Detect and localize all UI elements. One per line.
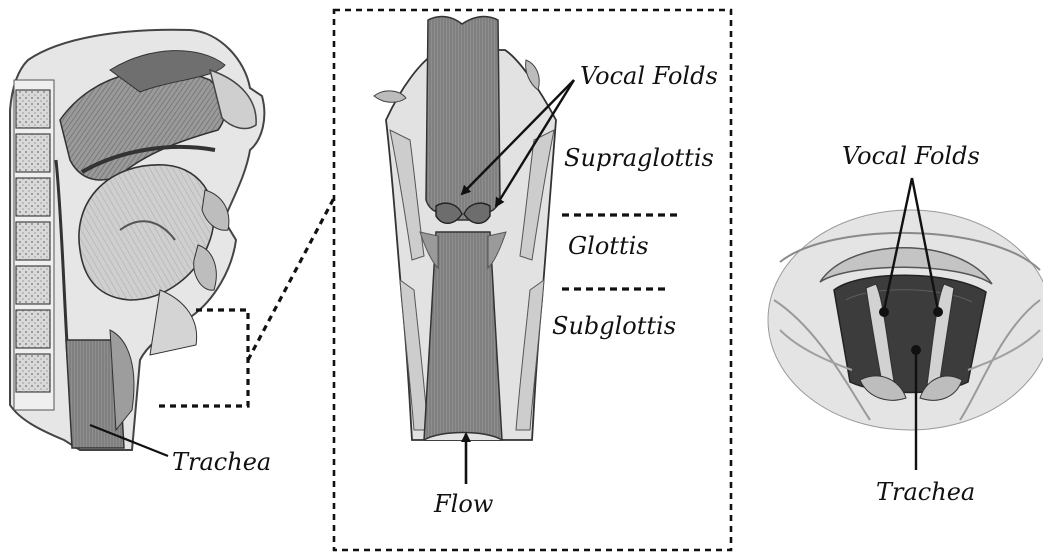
right-trachea-label: Trachea	[876, 478, 975, 506]
center-vocal-folds-label: Vocal Folds	[580, 62, 718, 90]
coronal-larynx-illustration	[374, 17, 556, 440]
right-vocal-folds-label: Vocal Folds	[842, 142, 980, 170]
glottis-label: Glottis	[568, 232, 649, 260]
sagittal-head-illustration	[10, 30, 264, 450]
supraglottis-label: Supraglottis	[564, 144, 714, 172]
right-vocal-fold-dot-right	[933, 307, 943, 317]
vertebrae	[16, 90, 50, 392]
laryngoscopic-view-illustration	[768, 210, 1043, 430]
right-vocal-fold-dot-left	[879, 307, 889, 317]
left-trachea-label: Trachea	[172, 448, 271, 476]
flow-label: Flow	[433, 490, 494, 518]
subglottis-label: Subglottis	[552, 312, 676, 340]
